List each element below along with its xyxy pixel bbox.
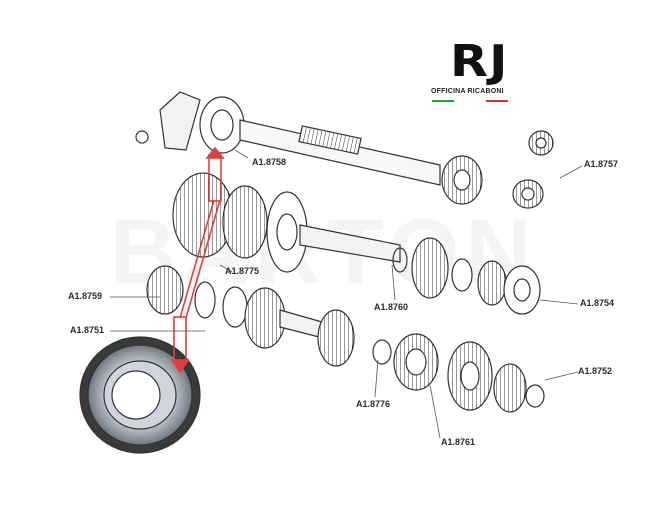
label-a1-8757: A1.8757 xyxy=(584,159,619,169)
highlight-markers xyxy=(170,146,225,374)
label-a1-8761: A1.8761 xyxy=(441,437,476,447)
logo-green-bar xyxy=(432,100,454,102)
layshaft xyxy=(146,265,545,413)
leader-lines xyxy=(110,149,583,439)
label-a1-8751: A1.8751 xyxy=(70,325,105,335)
label-a1-8759: A1.8759 xyxy=(68,291,103,301)
logo-red-bar xyxy=(486,100,508,102)
brand-logo: RJ OFFICINA RICABONI xyxy=(430,40,518,110)
label-a1-8775: A1.8775 xyxy=(225,266,260,276)
logo-subtitle: OFFICINA RICABONI xyxy=(431,88,504,95)
logo-mark: RJ xyxy=(450,36,509,87)
needle-bearings xyxy=(512,130,554,209)
label-a1-8776: A1.8776 xyxy=(356,399,391,409)
highlighted-bearing xyxy=(79,336,201,454)
label-a1-8752: A1.8752 xyxy=(578,366,613,376)
input-shaft xyxy=(135,91,483,205)
label-a1-8760: A1.8760 xyxy=(374,302,409,312)
label-a1-8754: A1.8754 xyxy=(580,298,615,308)
main-shaft xyxy=(172,172,541,315)
label-a1-8758: A1.8758 xyxy=(252,157,287,167)
